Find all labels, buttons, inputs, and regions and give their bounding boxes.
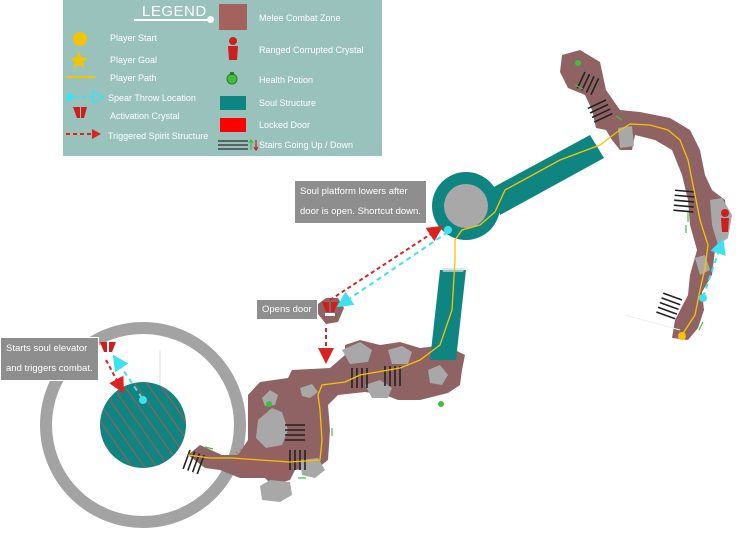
legend-label: Ranged Corrupted Crystal xyxy=(259,45,364,55)
legend-label: Activation Crystal xyxy=(110,111,180,121)
legend-title-dot xyxy=(207,16,214,23)
player-start-marker xyxy=(678,332,686,340)
legend-label: Spear Throw Location xyxy=(108,93,196,103)
health-potion xyxy=(575,60,581,66)
callout-line: door is open. Shortcut down. xyxy=(300,206,421,217)
soul-bridge-upper xyxy=(492,135,604,215)
soul-bridge-lower xyxy=(430,270,466,360)
soul-platform-center xyxy=(444,184,488,228)
player-path xyxy=(187,123,709,463)
triggered-lines xyxy=(105,225,444,394)
locked-door-icon xyxy=(220,118,246,132)
stair-direction-arrows xyxy=(204,84,704,479)
legend-label: Player Path xyxy=(110,73,157,83)
legend-title-underline xyxy=(134,19,210,21)
legend-label: Soul Structure xyxy=(259,98,317,108)
callout-elevator: Starts soul elevator and triggers combat… xyxy=(0,337,99,381)
callout-line: Soul platform lowers after xyxy=(300,186,408,197)
soul-structure-icon xyxy=(220,96,246,110)
callout-soul-platform: Soul platform lowers after door is open.… xyxy=(294,180,427,224)
elevator-ring xyxy=(40,322,246,528)
spear-throw-location xyxy=(699,294,707,302)
activation-crystal-door xyxy=(318,298,344,324)
spear-throw-lines xyxy=(112,231,726,399)
callout-line: Starts soul elevator xyxy=(6,343,88,354)
legend-label: Health Potion xyxy=(259,75,314,85)
legend-label: Locked Door xyxy=(259,120,311,130)
legend-label: Stairs Going Up / Down xyxy=(259,140,354,150)
ranged-crystal-icon xyxy=(228,37,238,60)
legend-label: Melee Combat Zone xyxy=(259,13,341,23)
health-potion xyxy=(438,401,444,407)
legend-panel: LEGEND Player Start Player Goal Player P… xyxy=(63,0,382,156)
player-start-icon xyxy=(73,32,87,46)
spear-throw-arrow-icon xyxy=(66,90,105,104)
ranged-corrupted-crystal xyxy=(721,209,729,232)
melee-zone-icon xyxy=(219,4,247,30)
player-path-line-icon xyxy=(67,76,95,78)
stairs-markers xyxy=(182,71,696,475)
health-potion xyxy=(266,401,272,407)
health-potion-icon xyxy=(226,72,238,85)
player-goal-star-icon xyxy=(70,51,88,69)
callout-opens-door: Opens door xyxy=(256,299,318,320)
legend-label: Player Goal xyxy=(110,55,158,65)
activation-crystal-elevator xyxy=(100,342,116,356)
spear-throw-location xyxy=(444,226,452,234)
triggered-arrow-icon xyxy=(66,129,101,139)
right-corridor xyxy=(560,50,728,340)
activation-crystal-icon xyxy=(73,107,87,118)
lower-floor-area xyxy=(188,340,465,485)
legend-title: LEGEND xyxy=(142,3,207,20)
callout-line: and triggers combat. xyxy=(6,363,93,374)
stairs-legend-icon xyxy=(218,138,258,152)
spear-throw-location xyxy=(139,396,147,404)
callout-line: Opens door xyxy=(262,304,312,315)
legend-label: Player Start xyxy=(110,33,158,43)
legend-label: Triggered Spirit Structure xyxy=(108,131,209,141)
